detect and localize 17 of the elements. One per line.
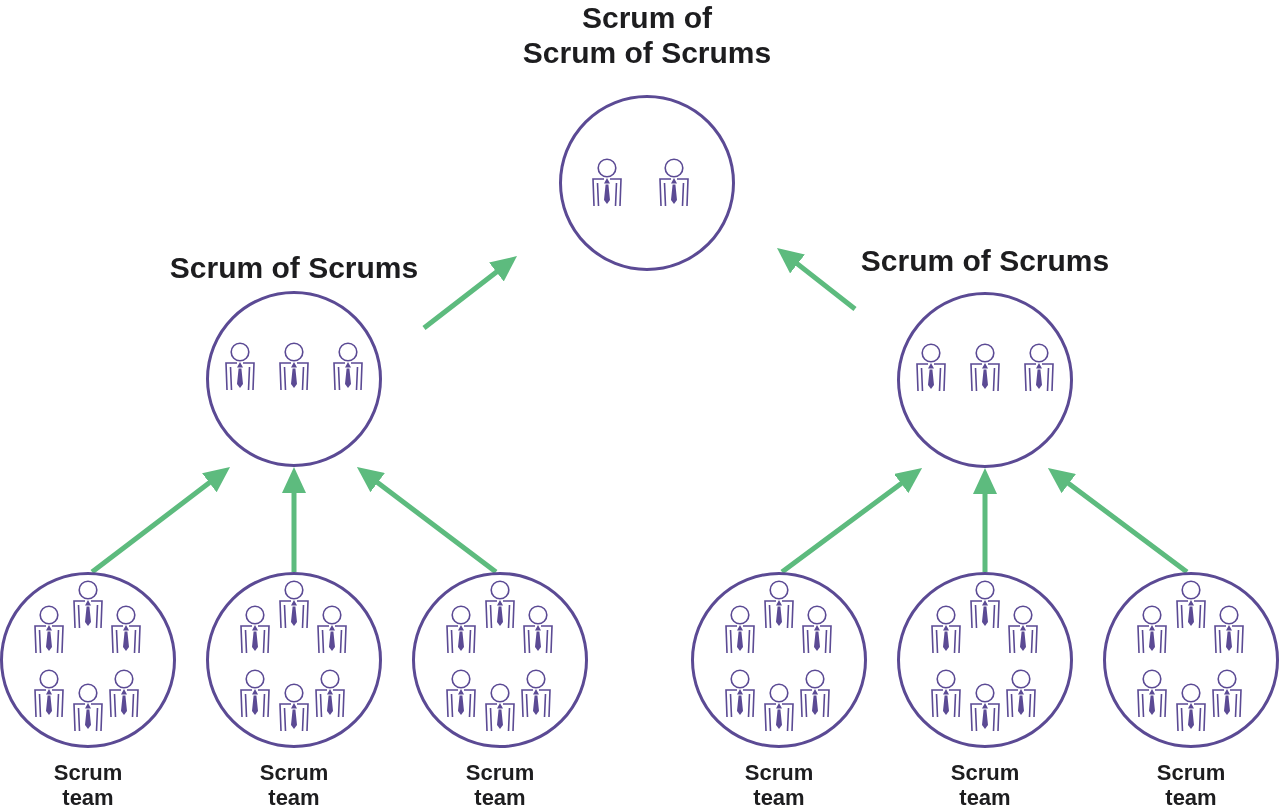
arrow	[355, 465, 498, 574]
arrow	[1046, 466, 1189, 574]
group-heading: Scrum of Scrums	[169, 250, 419, 285]
team-label: Scrum team	[464, 760, 536, 810]
arrow	[282, 467, 306, 572]
team-label: Scrum team	[1155, 760, 1227, 810]
team-label: Scrum team	[743, 760, 815, 810]
group-heading: Scrum of Scrums	[860, 243, 1110, 278]
arrow	[90, 465, 232, 574]
team-label: Scrum team	[258, 760, 330, 810]
group-heading: Scrum of Scrum of Scrums	[522, 0, 772, 70]
team-label: Scrum team	[949, 760, 1021, 810]
arrow	[973, 468, 997, 572]
arrow	[775, 246, 857, 311]
arrow	[780, 466, 924, 574]
team-label: Scrum team	[52, 760, 124, 810]
arrow	[422, 254, 519, 330]
